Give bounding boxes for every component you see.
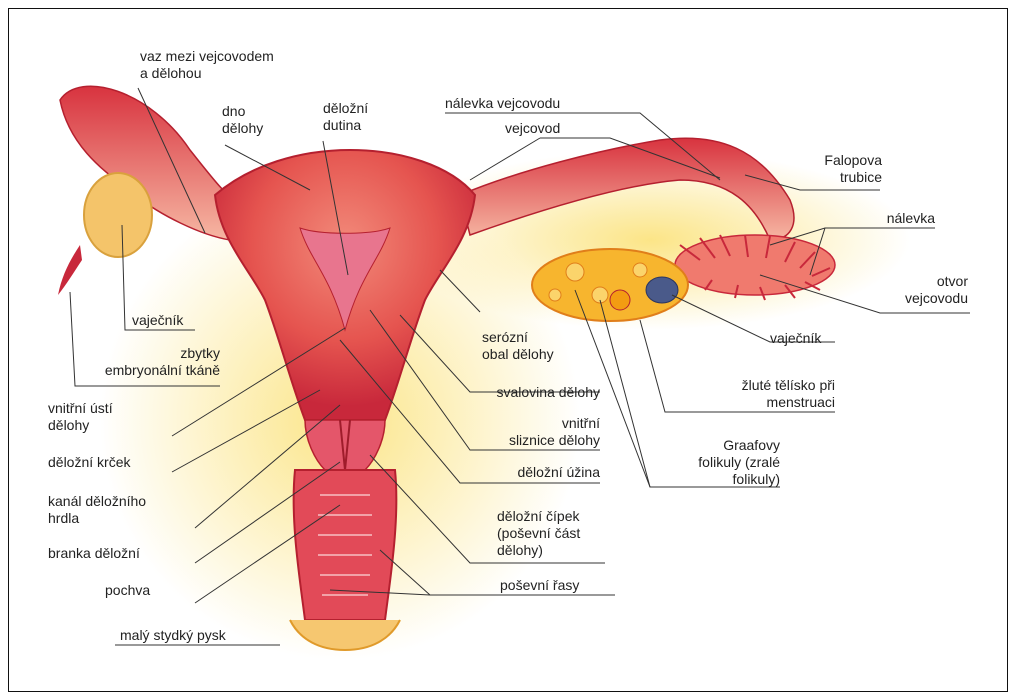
label-vaginal-rugae: poševní řasy (500, 577, 579, 594)
vagina (294, 470, 397, 620)
label-cervix-neck: děložní krček (48, 454, 130, 471)
label-infundibulum: nálevka vejcovodu (445, 95, 560, 112)
label-portio: děložní čípek(poševní částdělohy) (497, 508, 580, 559)
label-corpus-luteum: žluté tělísko přimenstruaci (700, 377, 835, 411)
label-labium: malý stydký pysk (120, 627, 226, 644)
label-fimbriae: nálevka (830, 210, 935, 227)
label-internal-os: vnitřní ústídělohy (48, 400, 113, 434)
label-cervical-canal: kanál děložníhohrdla (48, 493, 146, 527)
label-oviduct: vejcovod (505, 120, 560, 137)
label-ligament: vaz mezi vejcovodema dělohou (140, 48, 274, 82)
label-external-os: branka děložní (48, 545, 140, 562)
label-myometrium: svalovina dělohy (465, 384, 600, 401)
embryonic-remnant (58, 245, 82, 295)
label-fallopian-tube: Falopovatrubice (800, 152, 882, 186)
right-ovary (532, 249, 688, 321)
label-ovary-left: vaječník (132, 312, 183, 329)
label-serosa: serózníobal dělohy (482, 329, 554, 363)
label-embryonic-remnants: zbytkyembryonální tkáně (75, 345, 220, 379)
label-endometrium: vnitřnísliznice dělohy (470, 415, 600, 449)
label-isthmus: děložní úžina (470, 464, 600, 481)
left-ovary (84, 173, 152, 257)
label-ovary-right: vaječník (770, 330, 821, 347)
label-uterine-cavity: děložnídutina (323, 100, 368, 134)
label-graafian-follicles: Graafovyfolikuly (zraléfolikuly) (650, 437, 780, 488)
label-vagina: pochva (105, 582, 150, 599)
label-fundus: dnodělohy (222, 103, 263, 137)
label-tube-opening: otvorvejcovodu (880, 273, 968, 307)
